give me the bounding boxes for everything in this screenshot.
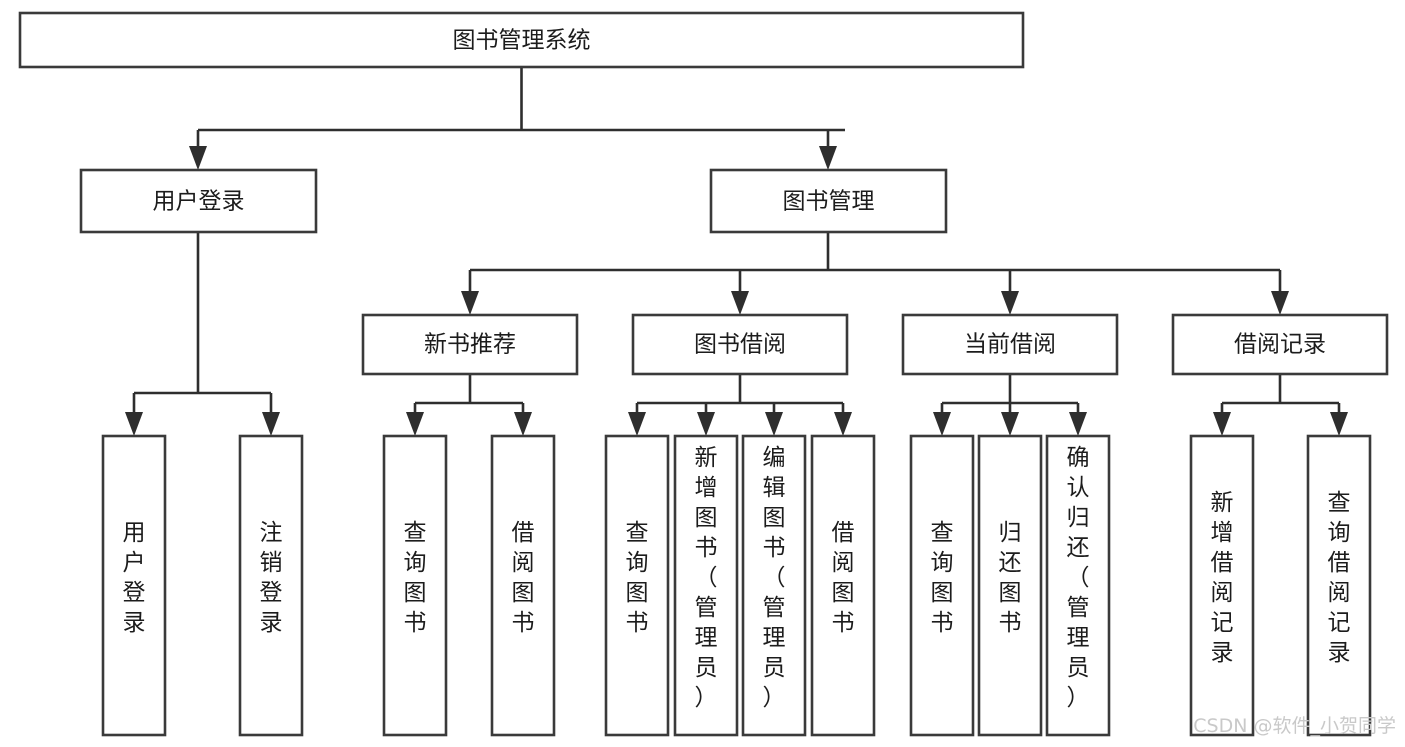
arrow-head-leaf-query-book-2 <box>628 412 646 436</box>
node-new-book-recommend-box[interactable] <box>361 313 579 376</box>
node-leaf-borrow-book-1-box[interactable] <box>490 434 556 737</box>
node-book-borrow-label: 图书借阅 <box>694 332 786 358</box>
connector-group-currentborrow-to-leaves <box>933 374 1087 436</box>
node-leaf-borrow-book-2[interactable]: 借阅图书 <box>810 434 876 737</box>
arrow-head-leaf-query-book-3 <box>933 412 951 436</box>
node-leaf-query-book-2[interactable]: 查询图书 <box>604 434 670 737</box>
node-current-borrow-box[interactable] <box>901 313 1119 376</box>
node-book-borrow-box[interactable] <box>631 313 849 376</box>
node-new-book-recommend-label: 新书推荐 <box>424 332 516 358</box>
node-leaf-return-book-box[interactable] <box>977 434 1043 737</box>
node-leaf-user-logout[interactable]: 注销登录 <box>238 434 304 737</box>
node-leaf-query-book-3[interactable]: 查询图书 <box>909 434 975 737</box>
node-root-box[interactable] <box>18 11 1025 69</box>
node-leaf-borrow-book-1[interactable]: 借阅图书 <box>490 434 556 737</box>
connector-group-bookborrow-to-leaves <box>628 374 852 436</box>
node-leaf-user-login-label: 用户登录 <box>123 520 146 636</box>
arrow-head-borrow-record <box>1271 291 1289 315</box>
arrow-head-leaf-user-login <box>125 412 143 436</box>
node-leaf-return-book-label: 归还图书 <box>999 520 1022 636</box>
connector-group-userlogin-to-leaves <box>125 232 280 436</box>
node-leaf-edit-book[interactable]: 编辑图书（管理员） <box>741 434 807 737</box>
node-leaf-edit-book-label: 编辑图书（管理员） <box>763 445 786 711</box>
node-book-management[interactable]: 图书管理 <box>709 168 948 234</box>
node-leaf-add-record[interactable]: 新增借阅记录 <box>1189 434 1255 737</box>
node-leaf-edit-book-box[interactable] <box>741 434 807 737</box>
node-book-borrow[interactable]: 图书借阅 <box>631 313 849 376</box>
arrow-head-leaf-query-record <box>1330 412 1348 436</box>
arrow-head-leaf-confirm-return <box>1069 412 1087 436</box>
node-leaf-add-book-box[interactable] <box>673 434 739 737</box>
arrow-head-book-management <box>819 146 837 170</box>
node-leaf-user-login-box[interactable] <box>101 434 167 737</box>
node-leaf-return-book[interactable]: 归还图书 <box>977 434 1043 737</box>
node-borrow-record[interactable]: 借阅记录 <box>1171 313 1389 376</box>
arrow-head-new-book-recommend <box>461 291 479 315</box>
node-root-label: 图书管理系统 <box>453 28 591 54</box>
arrow-head-book-borrow <box>731 291 749 315</box>
arrow-head-leaf-query-book-1 <box>406 412 424 436</box>
node-leaf-query-book-1-label: 查询图书 <box>404 520 427 636</box>
connector-group-borrowrecord-to-leaves <box>1213 374 1348 436</box>
node-user-login-box[interactable] <box>79 168 318 234</box>
node-leaf-add-book-label: 新增图书（管理员） <box>695 445 718 711</box>
node-leaf-query-book-1[interactable]: 查询图书 <box>382 434 448 737</box>
node-leaf-add-book[interactable]: 新增图书（管理员） <box>673 434 739 737</box>
node-leaf-borrow-book-1-label: 借阅图书 <box>512 520 535 636</box>
node-borrow-record-label: 借阅记录 <box>1234 332 1326 358</box>
node-leaf-query-book-1-box[interactable] <box>382 434 448 737</box>
connector-group-root-to-level2 <box>189 67 845 170</box>
node-leaf-query-book-3-label: 查询图书 <box>931 520 954 636</box>
arrow-head-leaf-user-logout <box>262 412 280 436</box>
arrow-head-leaf-borrow-book-1 <box>514 412 532 436</box>
node-leaf-query-record[interactable]: 查询借阅记录 <box>1306 434 1372 737</box>
node-leaf-add-record-label: 新增借阅记录 <box>1211 490 1234 666</box>
node-leaf-user-logout-label: 注销登录 <box>260 520 283 636</box>
connector-group-newbook-to-leaves <box>406 374 532 436</box>
node-leaf-user-logout-box[interactable] <box>238 434 304 737</box>
node-book-management-box[interactable] <box>709 168 948 234</box>
node-leaf-query-record-label: 查询借阅记录 <box>1328 490 1351 666</box>
node-leaf-user-login[interactable]: 用户登录 <box>101 434 167 737</box>
node-leaf-query-book-2-box[interactable] <box>604 434 670 737</box>
node-current-borrow-label: 当前借阅 <box>964 332 1056 358</box>
arrow-head-leaf-add-book <box>697 412 715 436</box>
node-leaf-borrow-book-2-label: 借阅图书 <box>832 520 855 636</box>
node-leaf-query-book-2-label: 查询图书 <box>626 520 649 636</box>
node-leaf-query-book-3-box[interactable] <box>909 434 975 737</box>
node-leaf-borrow-book-2-box[interactable] <box>810 434 876 737</box>
node-new-book-recommend[interactable]: 新书推荐 <box>361 313 579 376</box>
node-root[interactable]: 图书管理系统 <box>18 11 1025 69</box>
node-leaf-confirm-return[interactable]: 确认归还（管理员） <box>1045 434 1111 737</box>
node-current-borrow[interactable]: 当前借阅 <box>901 313 1119 376</box>
node-leaf-confirm-return-box[interactable] <box>1045 434 1111 737</box>
arrow-head-leaf-return-book <box>1001 412 1019 436</box>
node-borrow-record-box[interactable] <box>1171 313 1389 376</box>
connector-group-bookmgmt-to-level3 <box>461 232 1289 315</box>
csdn-watermark: CSDN @软件_小贺同学 <box>1193 715 1396 737</box>
arrow-head-leaf-edit-book <box>765 412 783 436</box>
arrow-head-user-login <box>189 146 207 170</box>
arrow-head-current-borrow <box>1001 291 1019 315</box>
node-user-login[interactable]: 用户登录 <box>79 168 318 234</box>
node-book-management-label: 图书管理 <box>783 189 875 215</box>
node-leaf-query-record-box[interactable] <box>1306 434 1372 737</box>
arrow-head-leaf-add-record <box>1213 412 1231 436</box>
node-user-login-label: 用户登录 <box>153 189 245 215</box>
node-leaf-add-record-box[interactable] <box>1189 434 1255 737</box>
node-leaf-confirm-return-label: 确认归还（管理员） <box>1067 445 1090 711</box>
arrow-head-leaf-borrow-book-2 <box>834 412 852 436</box>
